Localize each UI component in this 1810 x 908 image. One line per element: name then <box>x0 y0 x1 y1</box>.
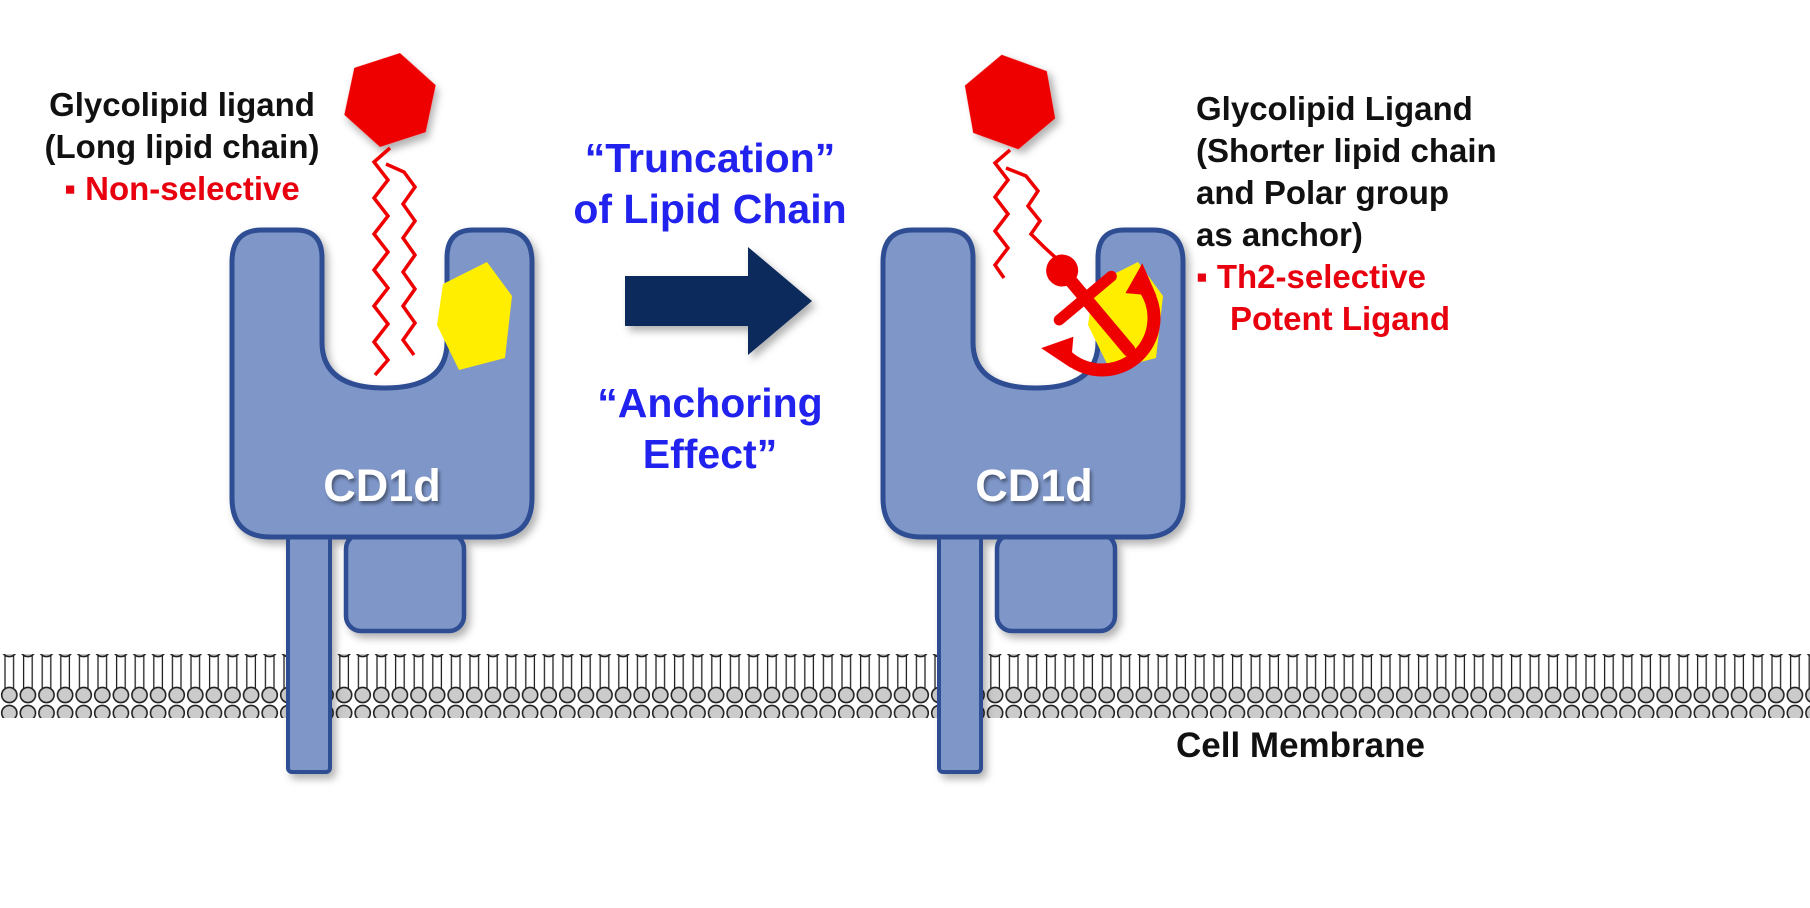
short-lipid-chain-icon <box>992 148 1058 279</box>
cd1d-label-right: CD1d <box>975 460 1093 511</box>
cd1d-b2m-domain-left <box>343 531 467 634</box>
anchoring-caption: “Anchoring Effect” <box>520 378 900 480</box>
cd1d-transmembrane-stalk-left <box>286 520 332 774</box>
right-heading-line2: (Shorter lipid chain <box>1196 132 1497 169</box>
cell-membrane-label: Cell Membrane <box>1176 726 1425 765</box>
right-block-arrow-icon <box>625 247 812 355</box>
cd1d-b2m-domain-right <box>994 531 1118 634</box>
cell-membrane-bilayer-icon <box>0 654 1810 718</box>
binding-pocket-left-icon <box>437 262 512 370</box>
hexagon-sugar-icon <box>344 53 436 147</box>
left-heading-line2: (Long lipid chain) <box>44 128 320 165</box>
right-property-bullet-line1: ▪ Th2-selective <box>1196 258 1426 295</box>
left-property-bullet: ▪ Non-selective <box>64 170 300 207</box>
glycolipid-ligand-left <box>344 53 436 377</box>
right-heading-line1: Glycolipid Ligand <box>1196 90 1473 127</box>
anchoring-line2: Effect” <box>642 431 778 477</box>
truncation-caption: “Truncation” of Lipid Chain <box>520 133 900 235</box>
glycolipid-ligand-right <box>964 54 1161 377</box>
truncation-line2: of Lipid Chain <box>573 186 847 232</box>
left-ligand-heading: Glycolipid ligand (Long lipid chain) ▪ N… <box>12 84 352 210</box>
truncation-line1: “Truncation” <box>584 135 836 181</box>
hexagon-sugar-icon <box>964 54 1056 150</box>
cd1d-label-left: CD1d <box>323 460 441 511</box>
cd1d-transmembrane-stalk-right <box>937 520 983 774</box>
right-ligand-heading: Glycolipid Ligand (Shorter lipid chain a… <box>1196 88 1576 340</box>
right-heading-line4: as anchor) <box>1196 216 1363 253</box>
right-property-bullet-line2: Potent Ligand <box>1230 300 1450 337</box>
long-lipid-chain-icon <box>371 146 418 377</box>
anchoring-line1: “Anchoring <box>597 380 823 426</box>
left-heading-line1: Glycolipid ligand <box>49 86 315 123</box>
anchor-icon <box>1041 254 1161 377</box>
right-heading-line3: and Polar group <box>1196 174 1450 211</box>
